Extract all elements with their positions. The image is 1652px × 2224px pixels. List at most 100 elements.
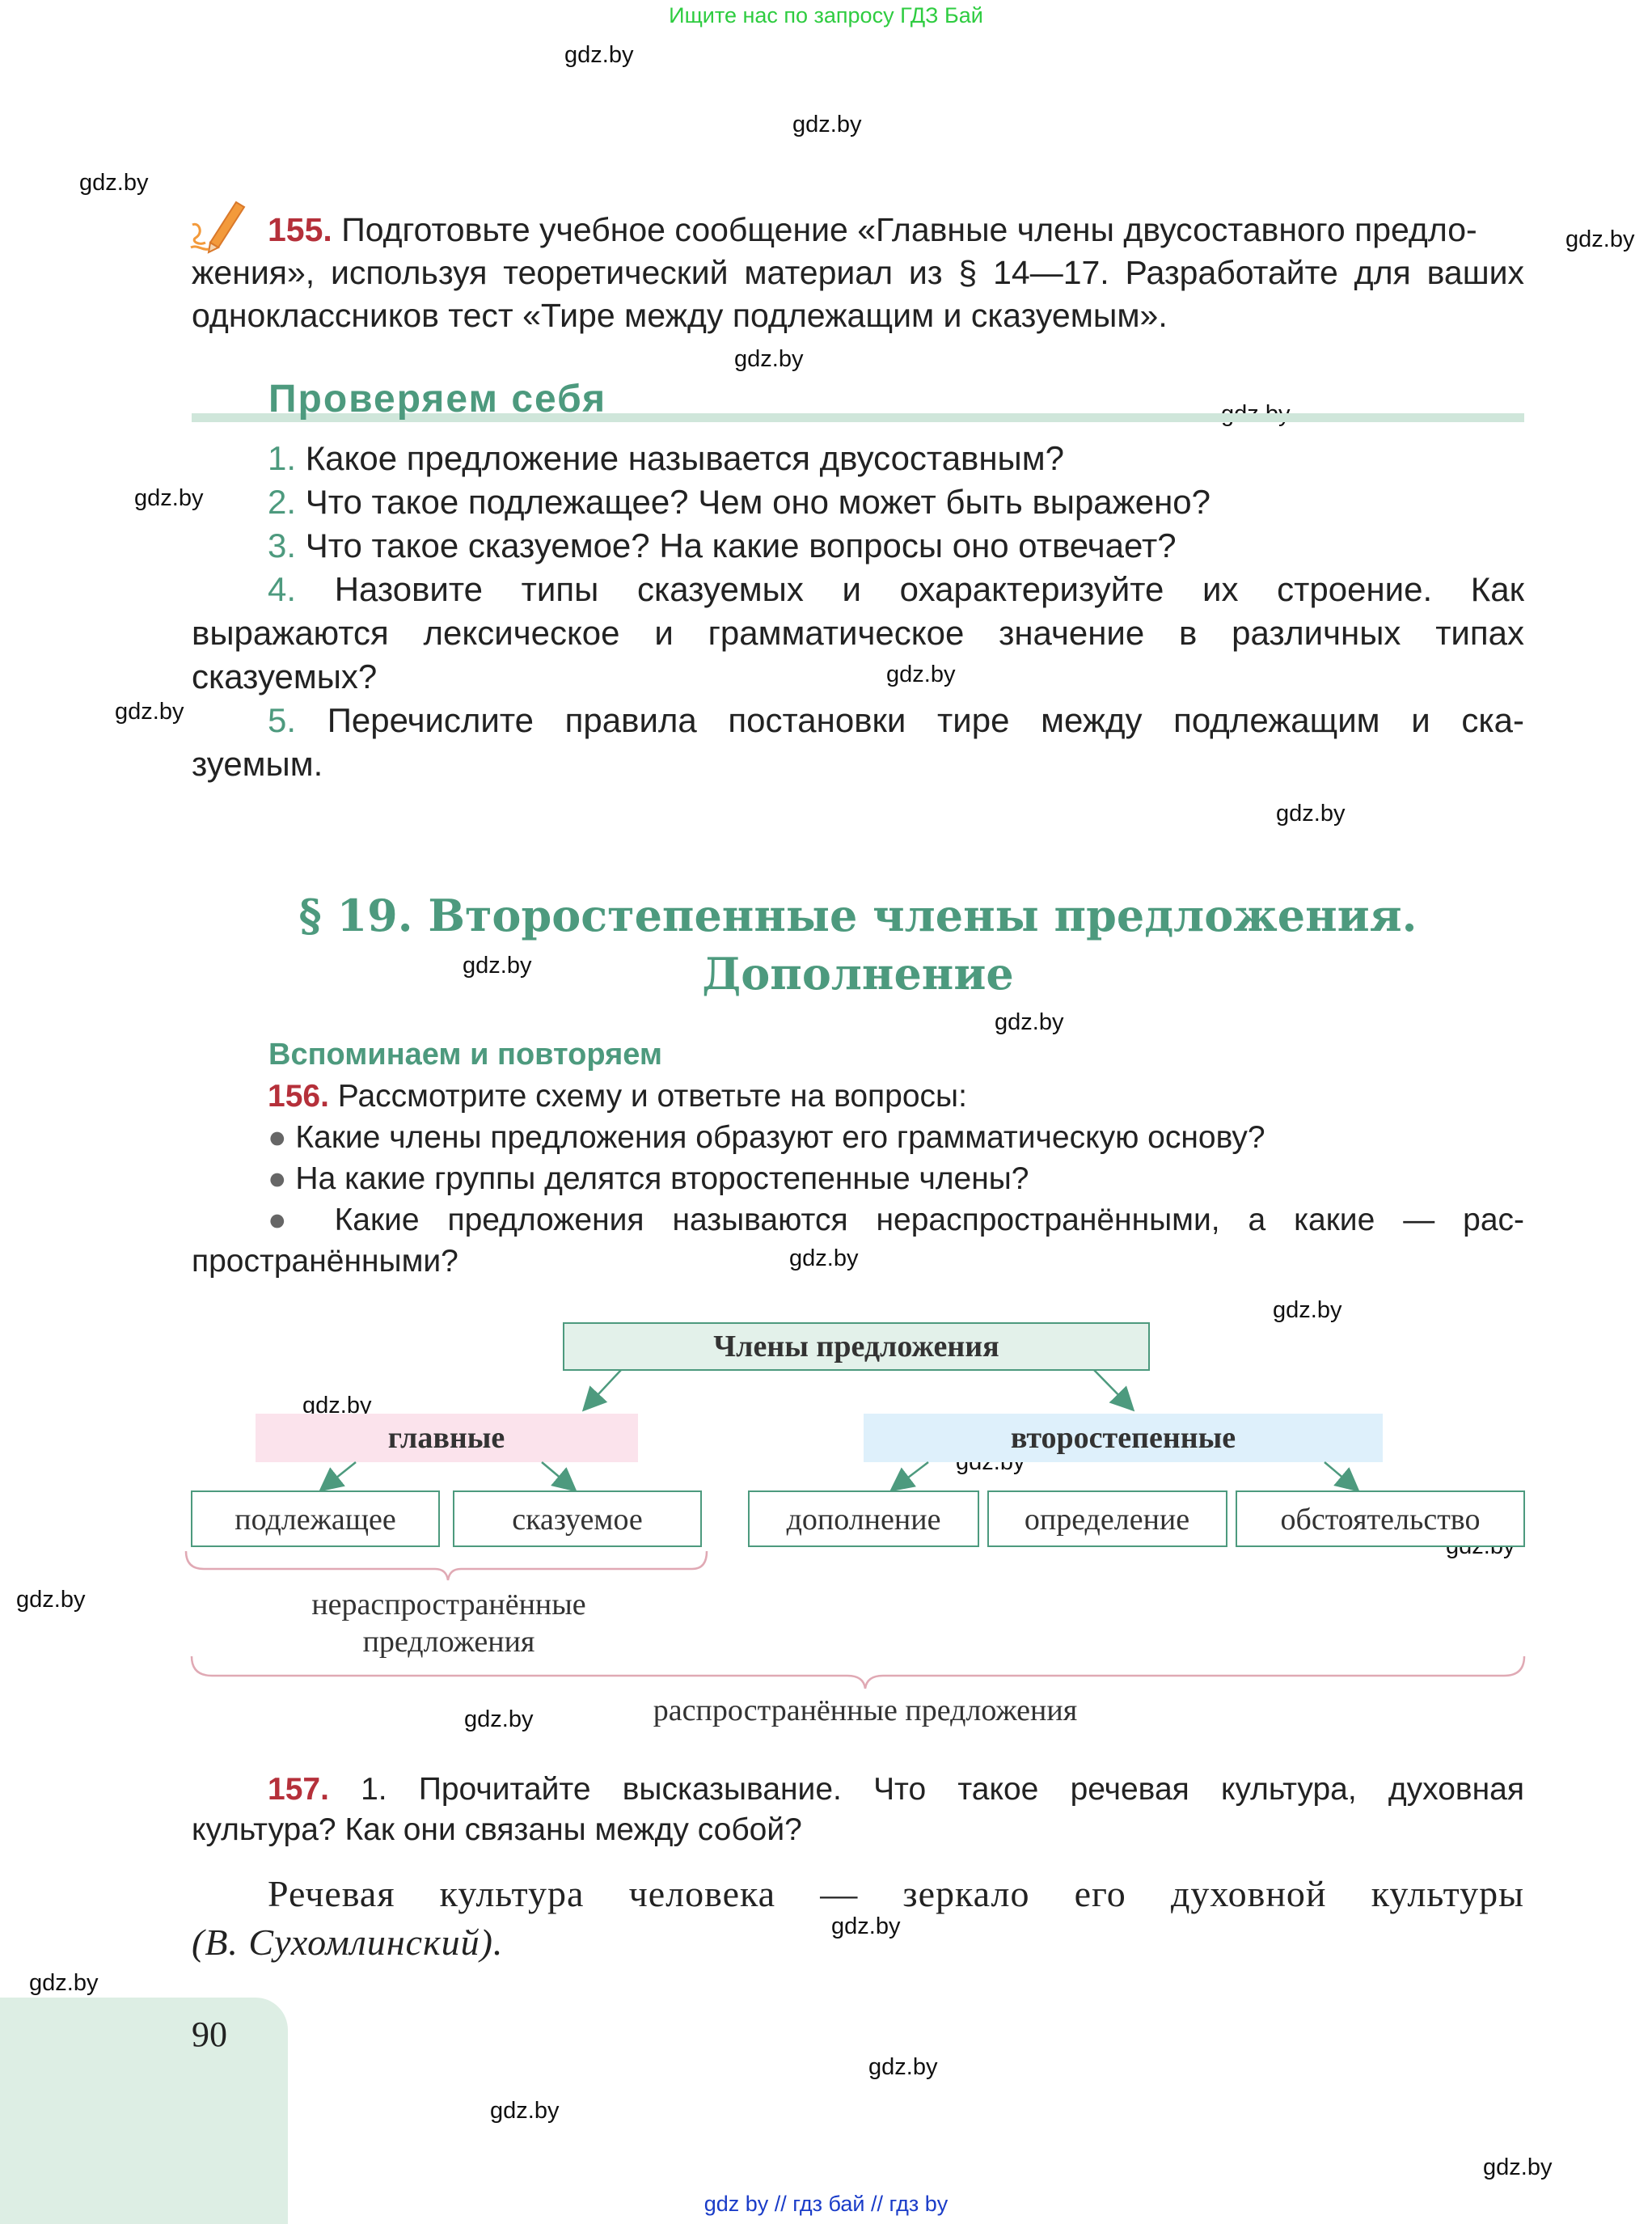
arrow [319,1461,357,1492]
section-bar [192,413,1524,422]
root-box [563,1322,1150,1371]
watermark: gdz.by [463,953,532,979]
bullet-icon: ● [268,1120,287,1155]
bullet-item: ● Какие предложения называются нераспрос… [192,1199,1524,1282]
watermark: gdz.by [868,2054,938,2080]
arrow [581,1369,622,1412]
extended-label: распространённые предложения [653,1693,1077,1727]
quote-text: Речевая культура человека — зеркало его … [268,1873,1524,1914]
quote: Речевая культура человека — зеркало его … [192,1870,1524,1967]
question-number: 3. [268,526,297,564]
page-tab [0,1998,288,2224]
extended-brace [190,1655,1526,1689]
main-group-box [256,1414,638,1462]
arrow [1324,1461,1360,1492]
question-text: сказуемых? [192,657,378,696]
watermark: gdz.by [1276,801,1346,827]
exercise-157: 157. 1. Прочитайте высказывание. Что так… [192,1769,1524,1850]
question-number: 4. [268,570,297,608]
unextended-label: нераспространённые [311,1588,585,1621]
predicate-label: сказуемое [512,1503,643,1537]
sentence-members-diagram: Члены предложения главные второстепенные… [184,1322,1526,1727]
question-text: зуемым. [192,745,323,783]
root-label: Члены предложения [713,1330,999,1364]
bullet-icon: ● [268,1203,306,1237]
question-number: 5. [268,701,297,739]
watermark: gdz.by [734,346,804,372]
watermark: gdz.by [490,2098,560,2124]
watermark: gdz.by [995,1009,1064,1035]
exercise-number: 156. [268,1079,329,1114]
unextended-brace [184,1550,708,1581]
watermark: gdz.by [29,1970,99,1996]
main-group-label: главные [388,1421,505,1455]
pencil-icon [188,192,252,257]
watermark: gdz.by [16,1587,86,1613]
text-line: жения», используя теоретический материал… [192,254,1524,291]
exercise-number: 155. [268,211,332,248]
bullet-item: ● Какие члены предложения образуют его г… [192,1117,1524,1158]
text-line: культура? Как они связаны между собой? [192,1812,802,1847]
exercise-155: 155. Подготовьте учебное сообщение «Глав… [192,209,1524,337]
adverbial-label: обстоятельство [1281,1503,1481,1537]
question-2: 2. Что такое подлежащее? Чем оно может б… [192,480,1524,524]
predicate-box [453,1490,702,1547]
question-4: 4. Назовите типы сказуемых и охарактериз… [192,568,1524,699]
text-line: Рассмотрите схему и ответьте на вопросы: [337,1079,967,1114]
arrow [889,1461,929,1492]
attribute-label: определение [1025,1503,1189,1537]
watermark: gdz.by [789,1245,859,1271]
watermark: gdz.by [831,1913,901,1939]
text-line: Подготовьте учебное сообщение «Главные ч… [341,211,1477,248]
attribute-box [987,1490,1227,1547]
exercise-156-intro: 156. Рассмотрите схему и ответьте на воп… [192,1076,1524,1117]
question-3: 3. Что такое сказуемое? На какие вопросы… [192,524,1524,568]
text-line: Какие члены предложения образуют его гра… [295,1120,1265,1155]
watermark: gdz.by [886,662,956,687]
top-banner: Ищите нас по запросу ГДЗ Бай [669,3,983,27]
text-line: На какие группы делятся второстепенные ч… [295,1161,1029,1196]
watermark: gdz.by [1483,2154,1553,2180]
text-line: Какие предложения называются нераспростр… [334,1203,1525,1237]
watermark: gdz.by [134,485,204,511]
section-title-line: § 19. Второстепенные члены предложения. [298,890,1418,941]
watermark: gdz.by [1273,1297,1342,1323]
watermark: gdz.by [792,112,862,137]
section-title: § 19. Второстепенные члены предложения. … [192,886,1524,1003]
object-label: дополнение [787,1503,941,1537]
recall-subheading: Вспоминаем и повторяем [268,1038,662,1072]
question-text: Что такое подлежащее? Чем оно может быть… [305,483,1211,521]
watermark: gdz.by [1565,226,1635,252]
question-text: Назовите типы сказуемых и охарактеризуйт… [334,570,1524,608]
question-text: Что такое сказуемое? На какие вопросы он… [305,526,1177,564]
secondary-group-box [864,1414,1383,1462]
object-box [748,1490,979,1547]
text-line: пространёнными? [192,1244,458,1279]
watermark: gdz.by [464,1706,534,1732]
bullet-icon: ● [268,1161,287,1196]
subject-box [191,1490,440,1547]
question-1: 1. Какое предложение называется двусоста… [192,437,1524,480]
question-text: Перечислите правила постановки тире межд… [327,701,1524,739]
question-text: Какое предложение называется двусоставны… [305,439,1064,477]
question-text: выражаются лексическое и грамматическое … [192,614,1524,652]
text-line: 1. Прочитайте высказывание. Что такое ре… [361,1772,1524,1807]
secondary-group-label: второстепенные [1011,1421,1236,1455]
arrow [1093,1369,1135,1412]
adverbial-box [1236,1490,1525,1547]
page-number: 90 [192,2015,227,2054]
subject-label: подлежащее [234,1503,396,1537]
question-number: 1. [268,439,297,477]
unextended-label: предложения [363,1625,535,1659]
question-number: 2. [268,483,297,521]
question-5: 5. Перечислите правила постановки тире м… [192,699,1524,786]
check-yourself-title: Проверяем себя [268,378,607,421]
bullet-item: ● На какие группы делятся второстепенные… [192,1158,1524,1199]
quote-author: (В. Сухомлинский). [192,1922,504,1963]
text-line: одноклассников тест «Тире между подлежащ… [192,297,1168,334]
watermark: gdz.by [115,699,184,725]
watermark: gdz.by [564,42,634,68]
watermark: gdz.by [79,170,149,196]
footer-links[interactable]: gdz by // гдз бай // гдз by [703,2192,949,2216]
arrow [541,1461,577,1492]
